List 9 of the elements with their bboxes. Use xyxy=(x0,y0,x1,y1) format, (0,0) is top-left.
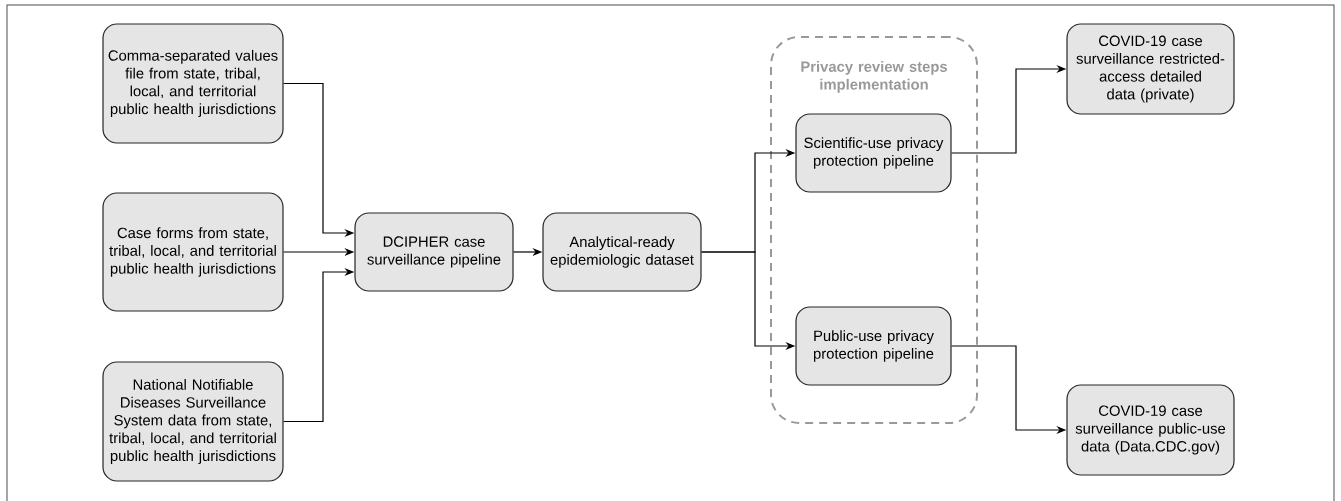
source-box: Case forms from state, tribal, local, and territorial public health jurisdictions xyxy=(102,192,284,312)
process-box: Scientific-use privacy protection pipeline xyxy=(795,113,952,193)
output-box: COVID-19 case surveillance restricted-access detailed data (private) xyxy=(1066,23,1235,115)
process-box: DCIPHER case surveillance pipeline xyxy=(354,212,514,292)
source-box: Comma-separated values file from state, tribal, local, and territorial public health jurisdictions xyxy=(102,23,284,144)
process-box: Analytical-ready epidemiologic dataset xyxy=(542,212,702,292)
source-box: National Notifiable Diseases Surveillance System data from state, tribal, local, and territorial public health jurisdictions xyxy=(102,361,284,482)
process-box: Public-use privacy protection pipeline xyxy=(795,306,952,386)
output-box: COVID-19 case surveillance public-use data (Data.CDC.gov) xyxy=(1066,384,1235,476)
